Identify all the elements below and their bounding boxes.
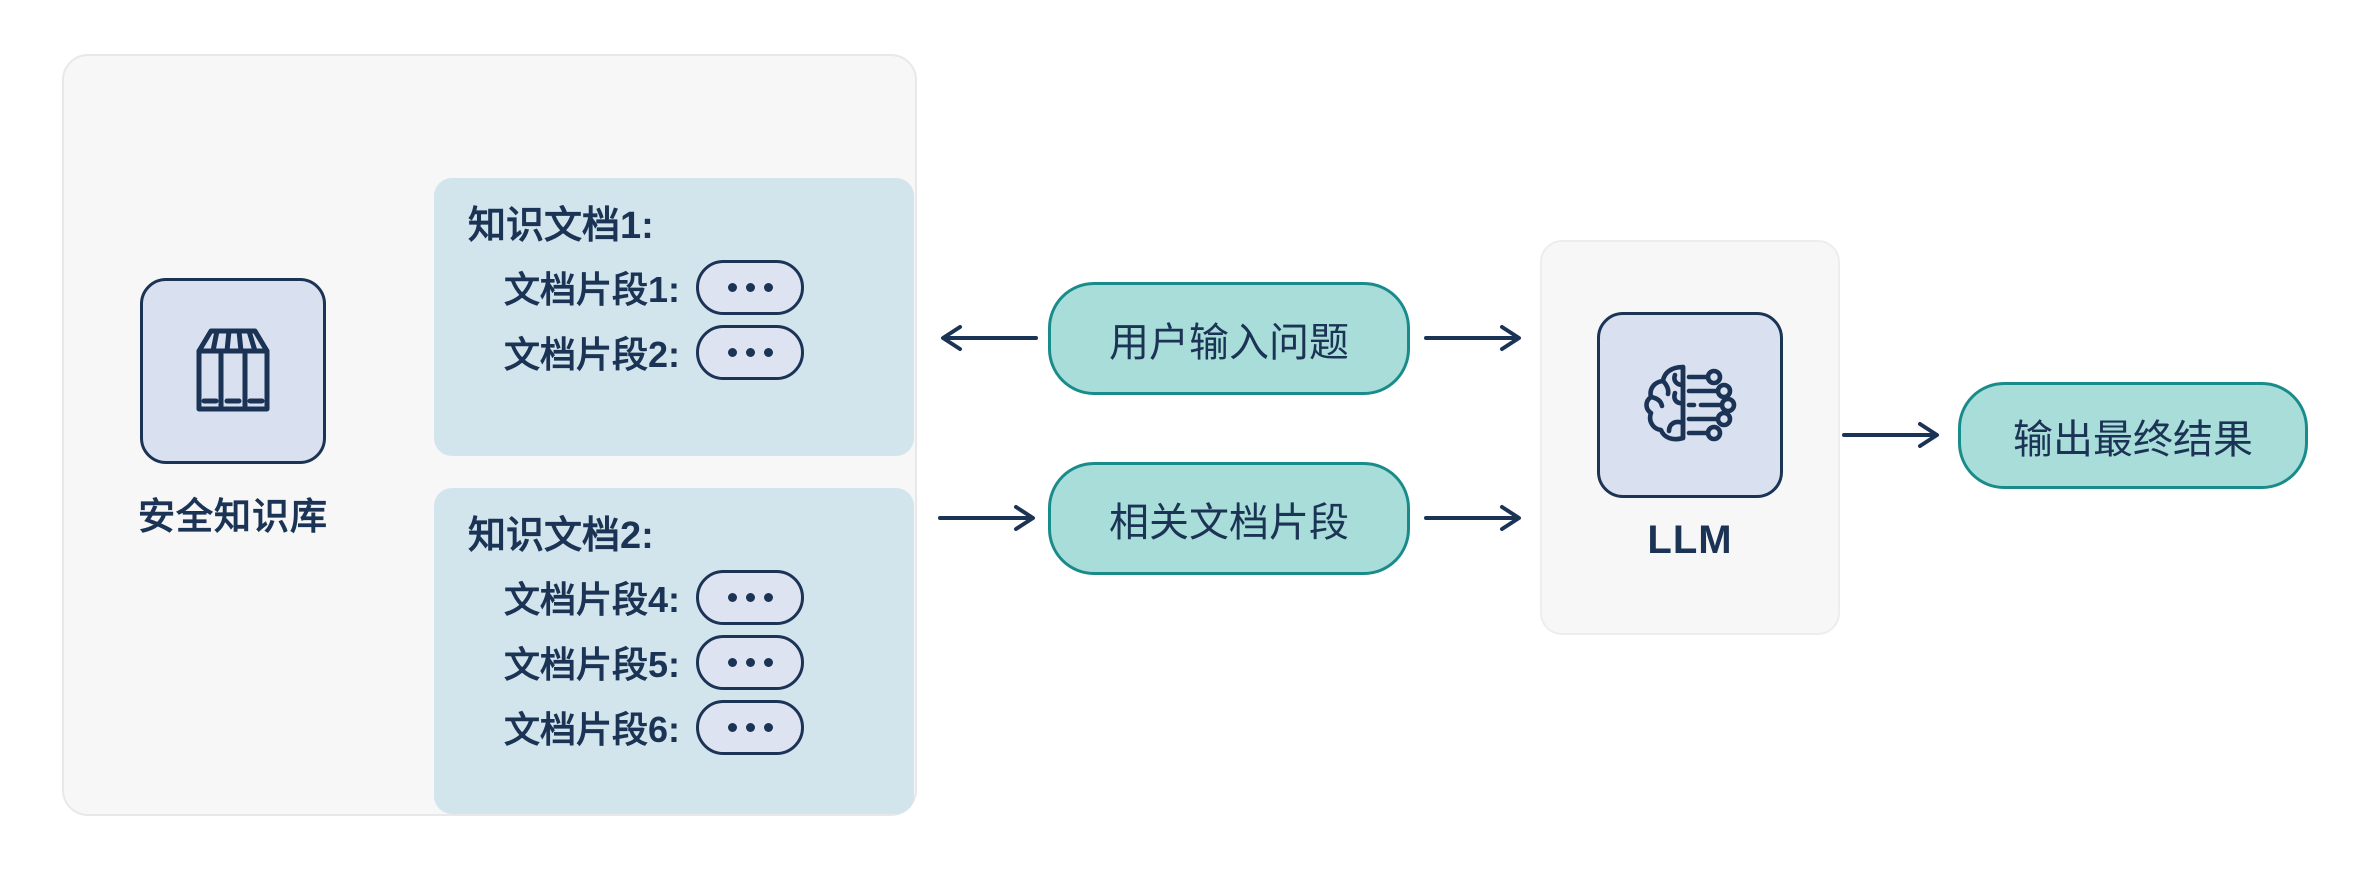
document-title: 知识文档2:: [468, 515, 654, 557]
ellipsis-icon: [727, 657, 773, 667]
chunk-row[interactable]: 文档片段5:: [468, 634, 880, 690]
chunk-row[interactable]: 文档片段2:: [468, 324, 880, 380]
ellipsis-icon: [727, 282, 773, 292]
user-question-pill[interactable]: 用户输入问题: [1048, 282, 1410, 395]
chunk-ellipsis-pill[interactable]: [696, 569, 805, 625]
chunk-label: 文档片段6:: [504, 709, 681, 751]
knowledge-base-panel: 安全知识库 知识文档1: 文档片段1: 文档片段2: 知识文档2: 文档: [62, 54, 917, 816]
chunk-row[interactable]: 文档片段6:: [468, 699, 880, 755]
llm-caption: LLM: [1647, 518, 1733, 562]
document-card[interactable]: 知识文档1: 文档片段1: 文档片段2:: [434, 178, 914, 456]
arrow-llm-to-question-icon: [1424, 325, 1521, 351]
ellipsis-icon: [727, 592, 773, 602]
books-icon: [177, 313, 289, 430]
llm-panel: LLM: [1540, 240, 1840, 635]
ellipsis-icon: [727, 722, 773, 732]
chunk-label: 文档片段4:: [504, 579, 681, 621]
chunk-ellipsis-pill[interactable]: [696, 324, 805, 380]
chunk-ellipsis-pill[interactable]: [696, 699, 805, 755]
chunk-label: 文档片段5:: [504, 644, 681, 686]
chunk-label: 文档片段2:: [504, 334, 681, 376]
books-icon-tile: [140, 278, 326, 464]
chunk-row[interactable]: 文档片段1:: [468, 259, 880, 315]
chunk-label: 文档片段1:: [504, 269, 681, 311]
arrow-question-to-kb-icon: [941, 325, 1038, 351]
llm-icon-tile: [1597, 312, 1783, 498]
chunk-ellipsis-pill[interactable]: [696, 634, 805, 690]
document-card[interactable]: 知识文档2: 文档片段4: 文档片段5: 文档片段6:: [434, 488, 914, 814]
chunk-row[interactable]: 文档片段4:: [468, 569, 880, 625]
final-output-pill[interactable]: 输出最终结果: [1958, 382, 2308, 489]
arrow-llm-to-output-icon: [1842, 422, 1939, 448]
ai-brain-icon: [1631, 347, 1749, 464]
relevant-chunks-pill[interactable]: 相关文档片段: [1048, 462, 1410, 575]
document-title: 知识文档1:: [468, 205, 654, 247]
ellipsis-icon: [727, 347, 773, 357]
arrow-kb-to-chunks-icon: [938, 505, 1035, 531]
knowledge-base-caption: 安全知识库: [138, 496, 328, 537]
chunk-ellipsis-pill[interactable]: [696, 259, 805, 315]
knowledge-base-identity: 安全知识库: [124, 278, 342, 540]
arrow-chunks-to-llm-icon: [1424, 505, 1521, 531]
